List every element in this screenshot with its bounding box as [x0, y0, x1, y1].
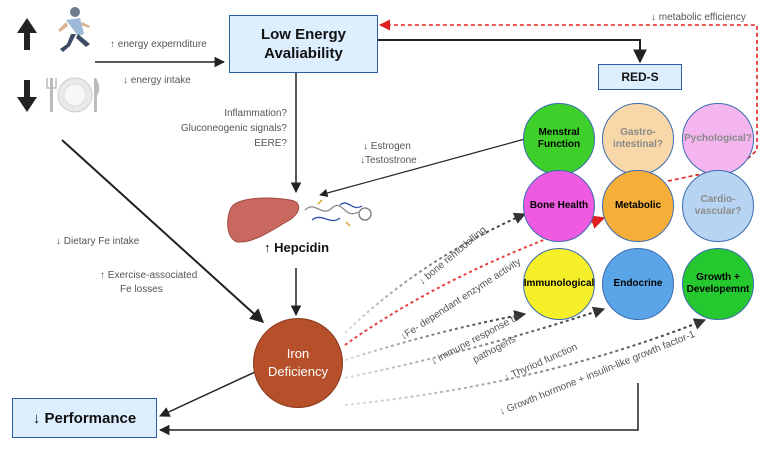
circle-immuno: Immunological [523, 248, 595, 320]
label-estrogen: ↓ Estrogen [363, 141, 411, 152]
circle-label: Pychological? [684, 133, 752, 144]
runner-icon [58, 7, 90, 52]
plate-icon [46, 77, 100, 113]
hepcidin-label: ↑ Hepcidin [264, 240, 329, 255]
label-eere: EERE? [254, 138, 287, 149]
label-inflammation: Inflammation? [224, 108, 287, 119]
arrow-bone-health [344, 212, 527, 334]
circle-growth-dev: Growth + Developemnt [682, 248, 754, 320]
hepcidin-protein-icon [304, 199, 372, 227]
iron-deficiency-node: Iron Deficiency [253, 318, 343, 408]
circle-label: Menstral Function [537, 127, 581, 150]
label-thyroid: ↓ Thyriod function [503, 342, 579, 384]
circle-label: Endocrine [613, 278, 663, 289]
circle-label: Cardio- vascular? [694, 194, 742, 217]
circle-psych: Pychological? [682, 103, 754, 175]
circle-cardio: Cardio- vascular? [682, 170, 754, 242]
label-testosterone: ↓Testostrone [360, 155, 417, 166]
red-s-box: RED-S [598, 64, 682, 90]
label-exercise-losses-2: Fe losses [120, 284, 163, 295]
up-arrow-icon [17, 18, 37, 50]
circle-endocrine: Endocrine [602, 248, 674, 320]
circle-label: Gastro- intestinal? [612, 127, 663, 150]
circle-label: Metabolic [614, 200, 662, 211]
arrow-endocrine [344, 306, 606, 379]
label-energy-expenditure: ↑ energy expernditure [110, 39, 207, 50]
circle-metabolic: Metabolic [602, 170, 674, 242]
circle-menstral: Menstral Function [523, 103, 595, 175]
performance-box: ↓ Performance [12, 398, 157, 438]
low-energy-availability-box: Low Energy Avaliability [229, 15, 378, 73]
down-arrow-icon [17, 80, 37, 112]
circle-label: Bone Health [529, 200, 589, 211]
label-gluconeogenic: Gluconeogenic signals? [181, 123, 288, 134]
label-bone-remodelling: ↓ bone remodelling [417, 225, 489, 288]
label-energy-intake: ↓ energy intake [123, 75, 191, 86]
label-exercise-losses-1: ↑ Exercise-associated [100, 270, 197, 281]
circle-gastro: Gastro- intestinal? [602, 103, 674, 175]
circle-label: Immunological [523, 278, 595, 289]
circle-bone-health: Bone Health [523, 170, 595, 242]
liver-icon [227, 197, 300, 243]
label-dietary-fe: ↓ Dietary Fe intake [56, 236, 140, 247]
label-metabolic-efficiency: ↓ metabolic efficiency [651, 12, 746, 23]
circle-label: Growth + Developemnt [686, 272, 750, 295]
arrow-immunological [344, 310, 527, 361]
